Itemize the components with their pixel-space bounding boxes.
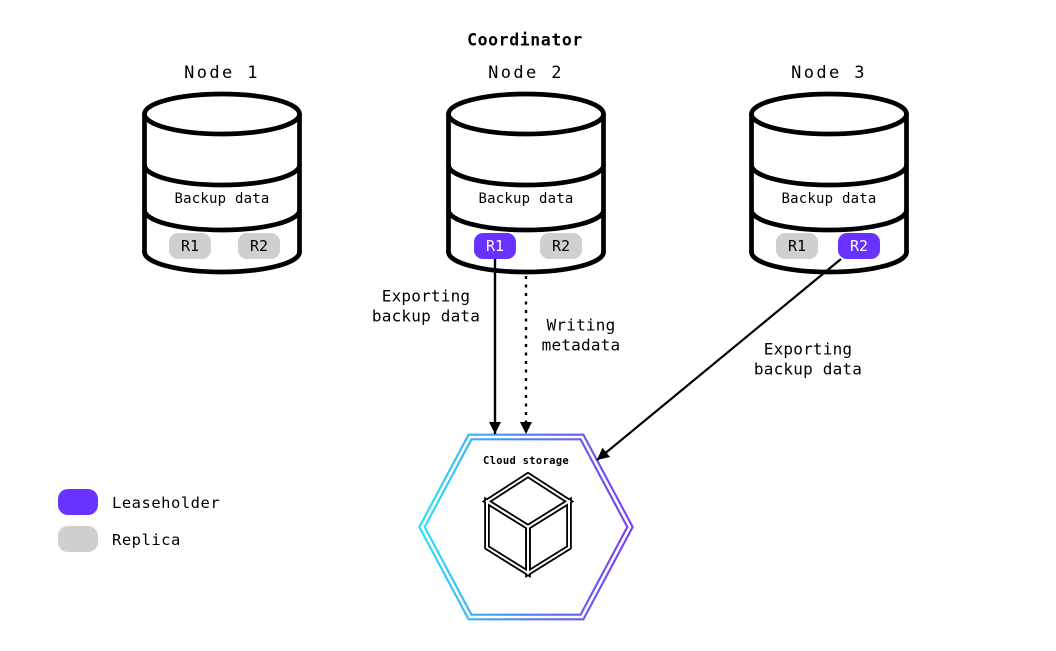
node-3-leaseholder-r2-badge: R2 bbox=[838, 233, 880, 259]
cloud-storage-label: Cloud storage bbox=[482, 455, 570, 467]
node-2-backup-data-label: Backup data bbox=[478, 191, 574, 207]
arrow-export-node3 bbox=[596, 258, 842, 461]
flow-label-line: Exporting bbox=[381, 286, 471, 306]
node-3-label: Node 3 bbox=[791, 63, 867, 83]
node-3-cylinder bbox=[749, 91, 909, 275]
flow-label-line: metadata bbox=[541, 335, 621, 354]
node-3-replica-r1-badge: R1 bbox=[776, 233, 818, 259]
node-1-label: Node 1 bbox=[184, 63, 260, 83]
node-2-replica-r2-badge: R2 bbox=[540, 233, 582, 259]
flow-label-line: backup data bbox=[753, 359, 863, 378]
legend-leaseholder-label: Leaseholder bbox=[112, 494, 221, 512]
legend-replica-label: Replica bbox=[112, 531, 181, 549]
flow-label-line: Exporting bbox=[763, 339, 853, 359]
node-1-backup-data-label: Backup data bbox=[174, 191, 270, 207]
legend-replica-swatch bbox=[58, 526, 98, 552]
node-3-backup-data-label: Backup data bbox=[781, 191, 877, 207]
flow-label-line: backup data bbox=[371, 306, 481, 325]
node-1-cylinder bbox=[142, 91, 302, 275]
cube-icon bbox=[481, 471, 575, 579]
node-2-leaseholder-r1-badge: R1 bbox=[474, 233, 516, 259]
node-1-replica-r1-badge: R1 bbox=[169, 233, 211, 259]
node-2-cylinder bbox=[446, 91, 606, 275]
flow-label-export-node2: Exporting backup data bbox=[372, 287, 480, 326]
flow-label-line: Writing bbox=[546, 315, 616, 335]
flow-label-export-node3: Exporting backup data bbox=[754, 340, 862, 379]
flow-label-writing-metadata: Writing metadata bbox=[542, 316, 621, 355]
legend-leaseholder-swatch bbox=[58, 489, 98, 515]
cloud-storage-hexagon bbox=[418, 433, 634, 621]
coordinator-title: Coordinator bbox=[467, 30, 583, 50]
node-2-label: Node 2 bbox=[488, 63, 564, 83]
node-1-replica-r2-badge: R2 bbox=[238, 233, 280, 259]
